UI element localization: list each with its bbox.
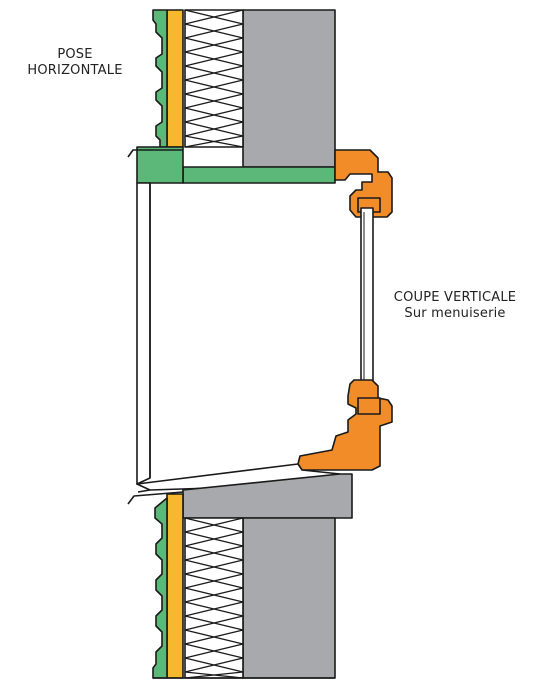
sill-frame-inner-rebate <box>357 397 381 415</box>
bottom-insulation <box>184 517 244 679</box>
bottom-insulation-pattern <box>184 517 244 679</box>
glazing <box>360 207 374 389</box>
coupe-verticale-label: COUPE VERTICALE Sur menuiserie <box>385 290 525 322</box>
coupe-label-line2: Sur menuiserie <box>404 306 506 321</box>
pose-label-line1: POSE <box>57 47 93 62</box>
bottom-rain-screen-membrane <box>166 493 184 679</box>
top-insulation-pattern <box>184 9 244 148</box>
top-wall-section <box>152 9 336 168</box>
pose-label-line2: HORIZONTALE <box>27 63 123 78</box>
top-rain-screen-membrane <box>166 9 184 148</box>
bottom-wall-section <box>152 493 336 679</box>
reveal-left-edge <box>136 182 151 485</box>
reveal-liner <box>136 182 151 485</box>
head-lining-board <box>182 166 336 184</box>
sill-frame <box>127 379 393 519</box>
glass-pane <box>360 207 374 389</box>
head-corner-block <box>136 146 184 184</box>
top-cladding-profile <box>152 9 168 148</box>
head-frame <box>127 146 393 218</box>
head-drip-flashing <box>127 149 183 158</box>
top-masonry-wall <box>242 9 336 168</box>
coupe-label-line1: COUPE VERTICALE <box>393 290 517 305</box>
pose-horizontale-label: POSE HORIZONTALE <box>20 47 130 79</box>
bottom-cladding-profile <box>152 497 168 679</box>
window-sill-frame <box>297 379 393 471</box>
bottom-masonry-wall <box>242 517 336 679</box>
